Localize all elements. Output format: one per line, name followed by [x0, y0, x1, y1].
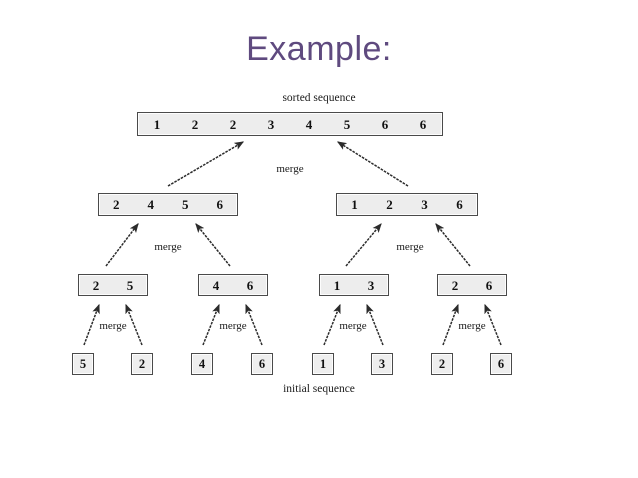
cell-value: 5: [79, 356, 87, 371]
level2-box-right: 1 2 3 6: [336, 193, 478, 216]
cell-value: 4: [212, 277, 220, 293]
leaf-box-4: 6: [251, 353, 273, 375]
merge-label-leaf-1: merge: [99, 320, 127, 332]
cell-value: 2: [451, 277, 459, 293]
cell-value: 5: [182, 197, 189, 212]
cell-value: 6: [456, 197, 463, 212]
cell-value: 2: [438, 356, 446, 371]
sorted-sequence-box: 1 2 2 3 4 5 6 6: [137, 112, 443, 136]
cell-value: 2: [138, 356, 146, 371]
cell-value: 6: [419, 116, 427, 132]
level2-box-left: 2 4 5 6: [98, 193, 238, 216]
leaf-box-5: 1: [312, 353, 334, 375]
cell-value: 4: [198, 356, 206, 371]
cell-value: 5: [343, 116, 351, 132]
leaf-box-3: 4: [191, 353, 213, 375]
cell-value: 3: [267, 116, 275, 132]
cell-value: 6: [497, 356, 505, 371]
cell-value: 5: [126, 277, 134, 293]
cell-value: 4: [147, 197, 155, 212]
leaf-box-2: 2: [131, 353, 153, 375]
merge-label-left-mid: merge: [154, 241, 182, 253]
merge-label-top: merge: [276, 163, 304, 175]
merge-label-right-mid: merge: [396, 241, 424, 253]
cell-value: 2: [113, 197, 120, 212]
merge-label-leaf-3: merge: [339, 320, 367, 332]
level3-box-1: 2 5: [78, 274, 148, 296]
cell-value: 1: [153, 116, 161, 132]
cell-value: 2: [229, 116, 237, 132]
cell-value: 6: [485, 277, 493, 293]
leaf-box-6: 3: [371, 353, 393, 375]
cell-value: 6: [381, 116, 389, 132]
cell-value: 3: [367, 277, 375, 293]
level3-box-3: 1 3: [319, 274, 389, 296]
cell-value: 1: [333, 277, 341, 293]
level3-box-2: 4 6: [198, 274, 268, 296]
cell-value: 2: [386, 197, 393, 212]
cell-value: 6: [246, 277, 254, 293]
merge-label-leaf-4: merge: [458, 320, 486, 332]
leaf-box-7: 2: [431, 353, 453, 375]
cell-value: 6: [258, 356, 266, 371]
cell-value: 2: [92, 277, 100, 293]
cell-value: 3: [421, 197, 428, 212]
cell-value: 1: [351, 197, 358, 212]
initial-sequence-caption: initial sequence: [283, 383, 355, 395]
cell-value: 6: [216, 197, 224, 212]
sorted-sequence-caption: sorted sequence: [282, 92, 356, 104]
level3-box-4: 2 6: [437, 274, 507, 296]
merge-label-leaf-2: merge: [219, 320, 247, 332]
leaf-box-8: 6: [490, 353, 512, 375]
leaf-box-1: 5: [72, 353, 94, 375]
cell-value: 2: [191, 116, 199, 132]
cell-value: 4: [305, 116, 313, 132]
cell-value: 1: [319, 356, 327, 371]
page-title: Example:: [246, 30, 392, 68]
cell-value: 3: [378, 356, 386, 371]
